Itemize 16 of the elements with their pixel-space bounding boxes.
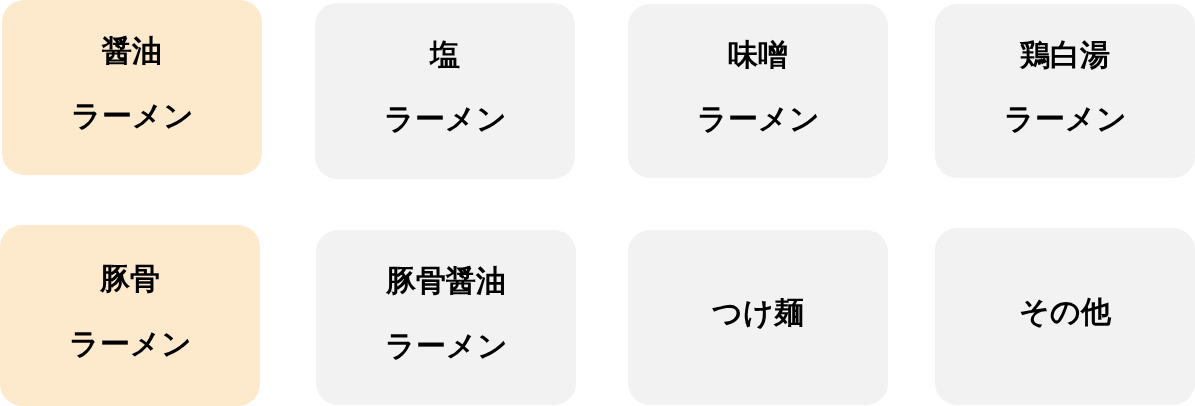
card-label: ラーメン: [70, 98, 194, 133]
card-label: 豚骨醤油: [386, 264, 506, 299]
card-label: 醤油: [102, 34, 162, 69]
card-label: ラーメン: [384, 328, 508, 363]
card-label: ラーメン: [696, 102, 820, 137]
card-label: 塩: [430, 37, 460, 72]
card-label: ラーメン: [68, 326, 192, 361]
card-label: 鶏白湯: [1020, 37, 1110, 72]
category-card: [2, 0, 262, 175]
card-label: その他: [1019, 295, 1111, 330]
card-label: 味噌: [728, 37, 788, 72]
card-label: ラーメン: [383, 102, 507, 137]
category-card: [0, 225, 260, 406]
card-label: 豚骨: [100, 262, 160, 297]
card-label: ラーメン: [1003, 102, 1127, 137]
card-label: つけ麺: [712, 296, 804, 331]
